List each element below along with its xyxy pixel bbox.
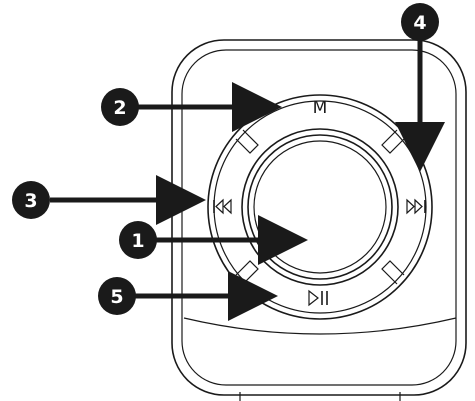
- play-pause-icon: [308, 289, 328, 307]
- previous-track-icon: [213, 198, 232, 215]
- previous-button[interactable]: [213, 198, 232, 215]
- callout-number: 1: [131, 230, 144, 252]
- callout-number: 4: [413, 12, 426, 34]
- callout-number: 5: [110, 286, 123, 308]
- control-ring: [207, 94, 433, 320]
- next-track-icon: [406, 198, 426, 215]
- callout-1: 1: [119, 221, 157, 259]
- device-body: [171, 39, 467, 401]
- callout-5: 5: [98, 277, 136, 315]
- play-pause-button[interactable]: [308, 289, 328, 307]
- callout-number: 2: [113, 97, 126, 119]
- callout-number: 3: [24, 190, 37, 212]
- callout-arrows: [50, 40, 445, 321]
- callout-4: 4: [401, 3, 439, 41]
- mode-label: M: [313, 98, 328, 118]
- callout-2: 2: [101, 88, 139, 126]
- callout-3: 3: [12, 181, 50, 219]
- center-button[interactable]: [247, 134, 393, 280]
- mode-button[interactable]: M: [313, 98, 328, 118]
- next-button[interactable]: [406, 198, 426, 215]
